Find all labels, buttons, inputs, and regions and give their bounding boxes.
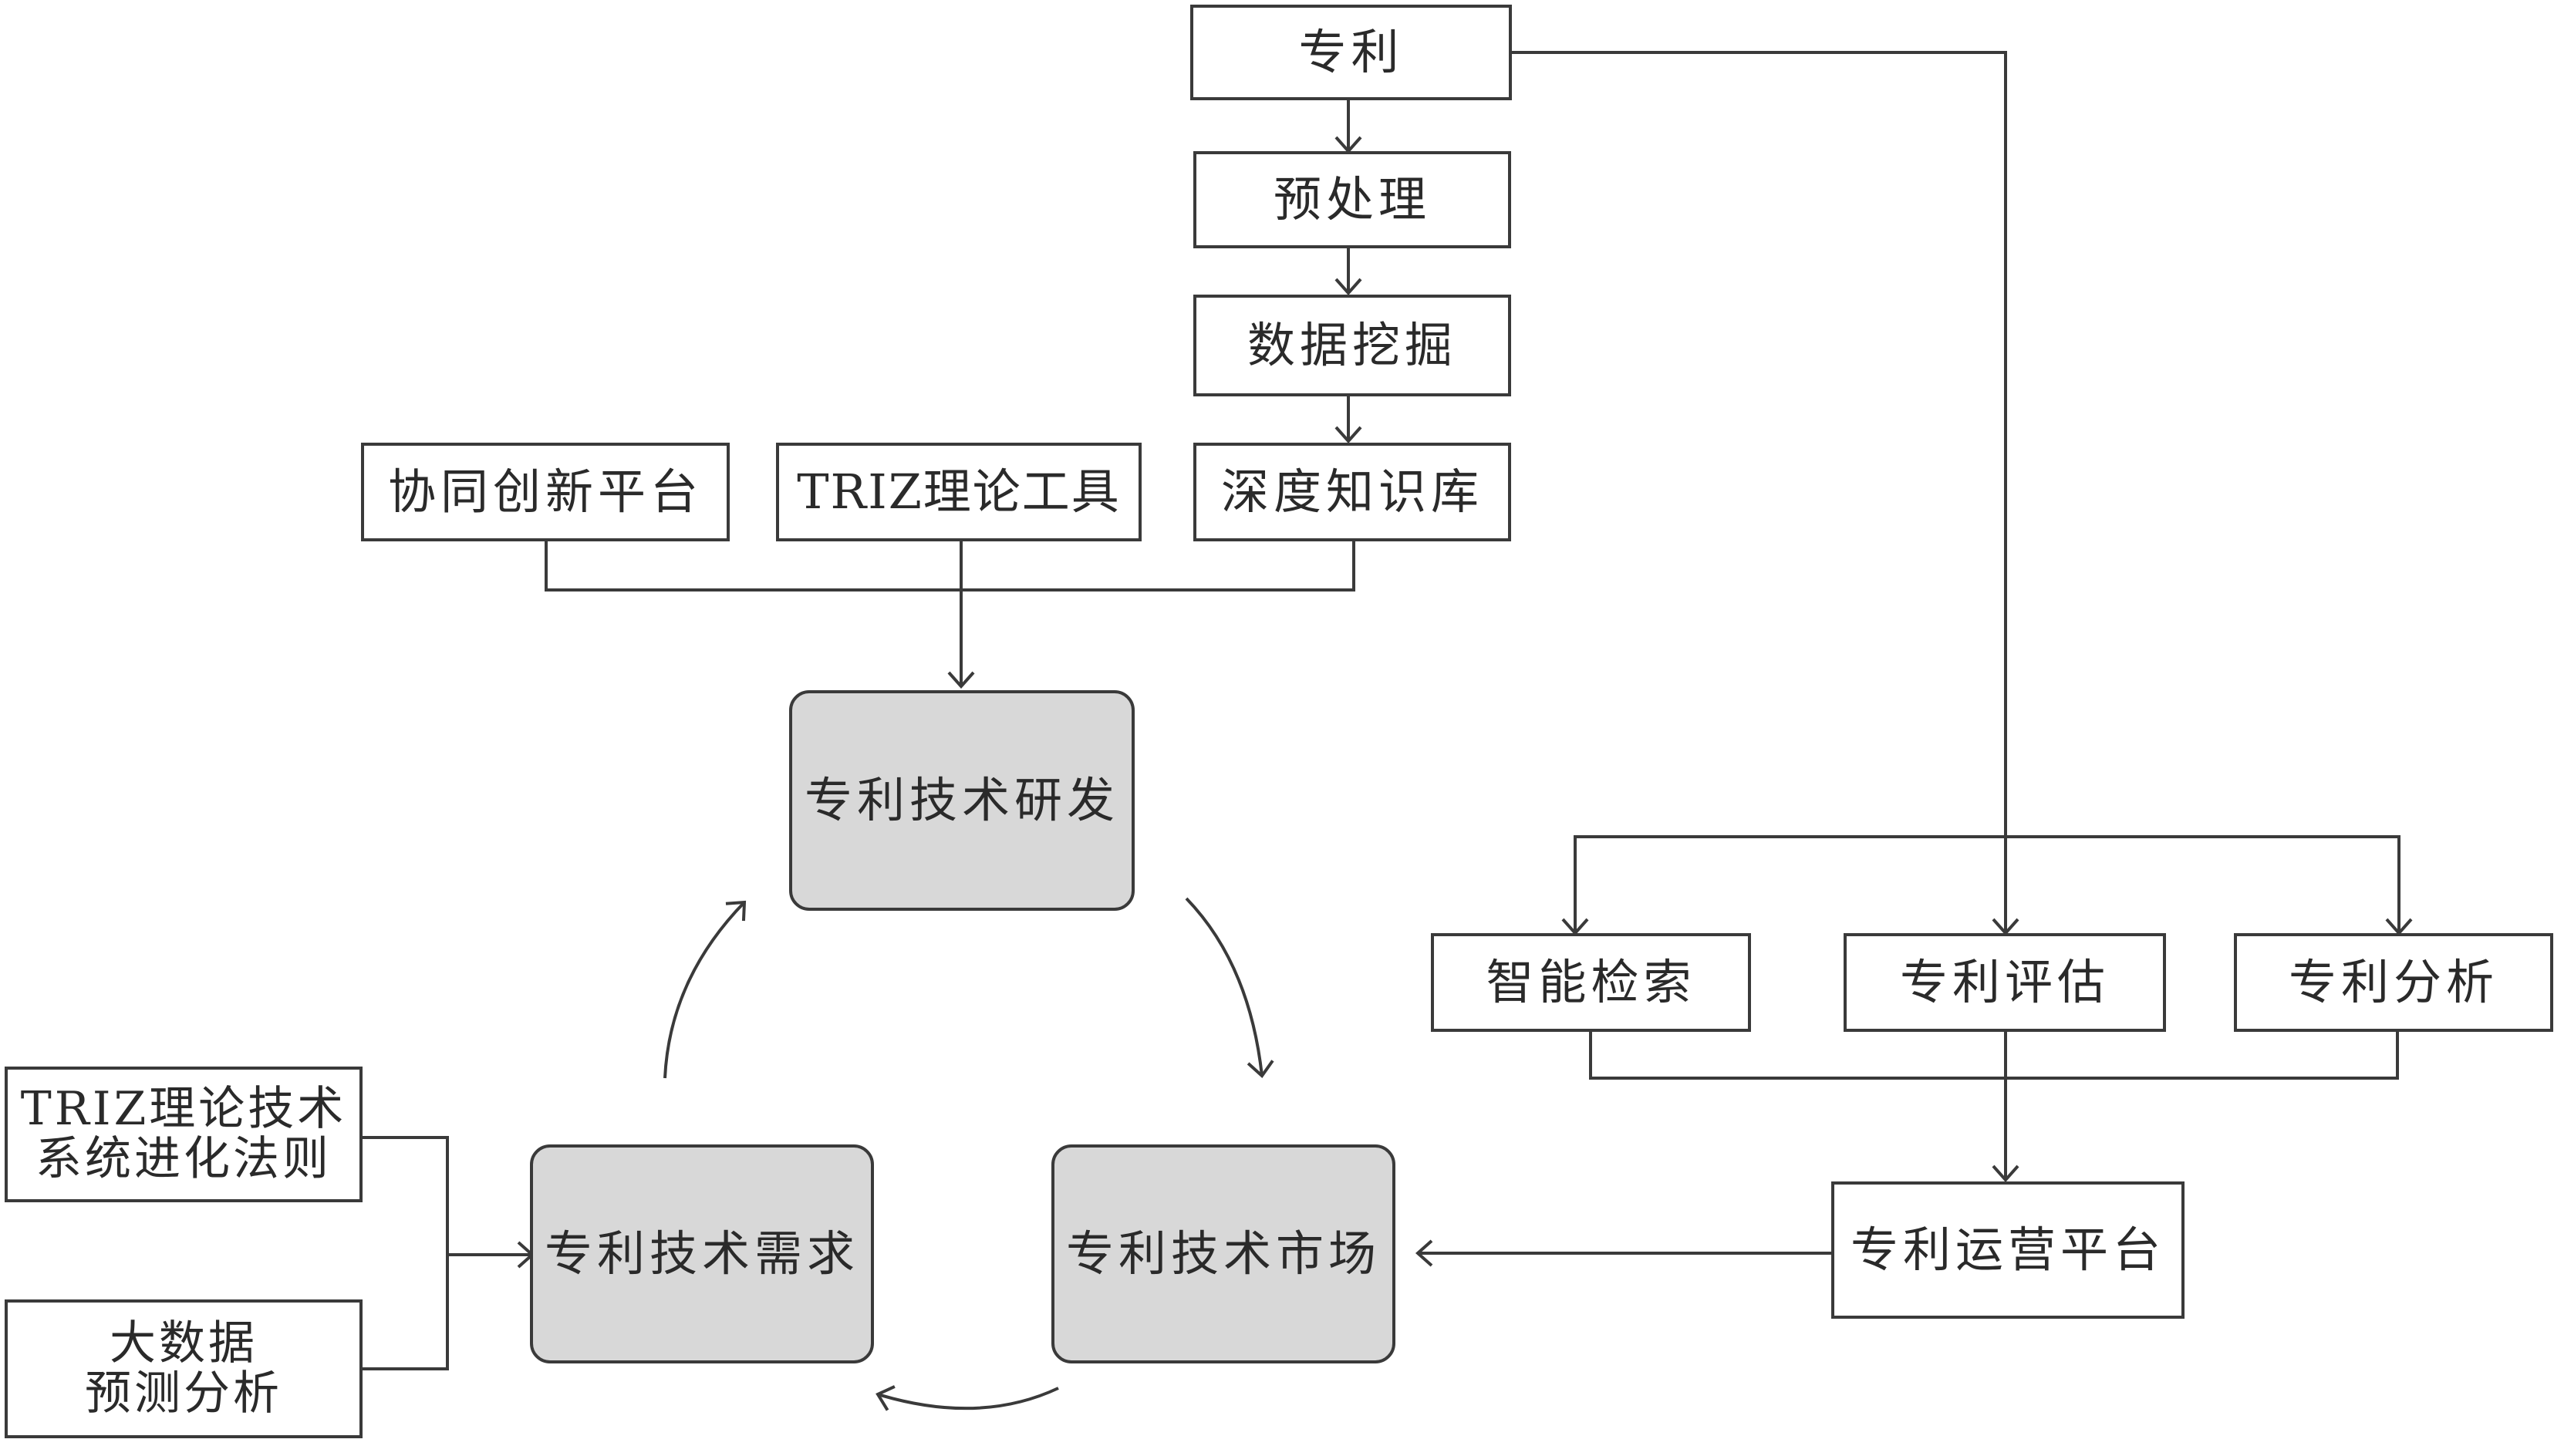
cycle-arrow-market-to-demand (876, 1385, 1059, 1411)
data-mining-label: 数据挖掘 (1247, 316, 1457, 373)
operation-platform-box: 专利运营平台 (1831, 1181, 2185, 1319)
patent-box: 专利 (1190, 5, 1512, 100)
merge-line-top-inputs (545, 541, 1355, 592)
market-label: 专利技术市场 (1065, 1225, 1381, 1282)
rd-label: 专利技术研发 (804, 771, 1119, 828)
triz-tools-box: TRIZ理论工具 (776, 443, 1142, 541)
collab-platform-label: 协同创新平台 (387, 463, 703, 520)
data-mining-box: 数据挖掘 (1193, 295, 1511, 396)
evaluation-label: 专利评估 (1899, 953, 2110, 1010)
triz-evolution-line1: TRIZ理论技术 (20, 1082, 347, 1137)
deep-knowledge-base-label: 深度知识库 (1220, 463, 1483, 520)
demand-box: 专利技术需求 (530, 1144, 874, 1363)
rd-box: 专利技术研发 (789, 690, 1135, 911)
collab-platform-box: 协同创新平台 (361, 443, 730, 541)
cycle-arrow-rd-to-market (1185, 897, 1274, 1078)
smart-search-label: 智能检索 (1486, 953, 1696, 1010)
bigdata-line2: 预测分析 (85, 1367, 282, 1421)
bigdata-line1: 大数据 (110, 1316, 258, 1371)
line-patent-to-right (1512, 51, 2007, 933)
bigdata-forecast-box: 大数据 预测分析 (5, 1299, 363, 1438)
merge-line-left-inputs (363, 1136, 449, 1370)
preprocess-label: 预处理 (1273, 170, 1431, 228)
evaluation-box: 专利评估 (1844, 933, 2166, 1032)
deep-knowledge-base-box: 深度知识库 (1193, 443, 1511, 541)
analysis-box: 专利分析 (2234, 933, 2553, 1032)
smart-search-box: 智能检索 (1431, 933, 1751, 1032)
patent-label: 专利 (1298, 23, 1404, 80)
preprocess-box: 预处理 (1193, 151, 1511, 248)
operation-platform-label: 专利运营平台 (1850, 1221, 2165, 1278)
market-box: 专利技术市场 (1051, 1144, 1395, 1363)
merge-line-bottom (1589, 1032, 2399, 1080)
demand-label: 专利技术需求 (544, 1225, 859, 1282)
analysis-label: 专利分析 (2288, 953, 2498, 1010)
cycle-arrow-demand-to-rd (663, 900, 747, 1079)
triz-tools-label: TRIZ理论工具 (797, 463, 1121, 520)
triz-evolution-line2: 系统进化法则 (35, 1132, 332, 1186)
split-line-top (1574, 835, 2400, 933)
triz-evolution-box: TRIZ理论技术 系统进化法则 (5, 1067, 363, 1202)
